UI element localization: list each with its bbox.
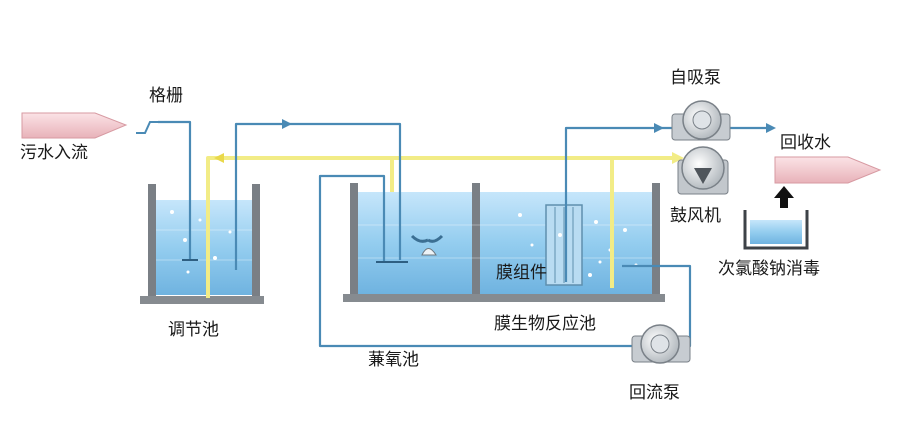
inflow-label: 污水入流 [20,143,88,163]
air-bubbles [170,210,638,277]
inflow-arrow [21,112,128,139]
return-pump-icon [631,324,691,364]
air-arrow-right [672,152,684,164]
flow-arrow-1 [282,119,292,129]
flow-arrow-3 [766,123,776,133]
hypochlorite-disinfection-label: 次氯酸钠消毒 [718,259,820,279]
return-pump-label: 回流泵 [629,383,680,403]
recycled-water-label: 回收水 [780,133,831,153]
blower-label: 鼓风机 [670,206,721,226]
mixer-icon [410,234,444,256]
water-pipes [158,120,768,348]
recycled-water-arrow [774,156,882,184]
air-arrow-left [214,153,224,163]
air-pipe [206,156,676,298]
regulating-tank-label: 调节池 [168,320,219,340]
blower-icon [677,146,729,195]
mbr-tank-label: 膜生物反应池 [494,314,596,334]
membrane-module [545,204,583,286]
diffusers [182,259,408,263]
anoxic-tank-label: 蒹氧池 [368,350,419,370]
anoxic-mbr-tank [343,183,665,302]
flow-arrow-2 [654,123,664,133]
regulating-tank [140,184,264,304]
screen-symbol [136,121,158,134]
self-priming-pump-icon [671,100,731,141]
screen-label: 格栅 [149,86,183,106]
up-arrow-icon [774,186,794,208]
membrane-module-label: 膜组件 [496,263,547,283]
disinfection-tank [743,210,809,250]
self-priming-pump-label: 自吸泵 [670,68,721,88]
